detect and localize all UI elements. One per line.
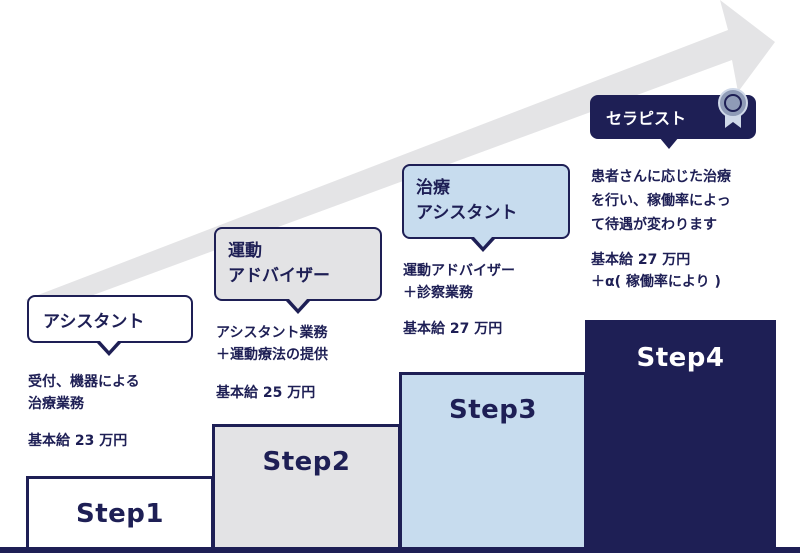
step3-block: Step3 (399, 372, 587, 547)
step1-block: Step1 (26, 476, 214, 547)
step3-description: 運動アドバイザー ＋診察業務 (403, 263, 515, 301)
step1-label: Step1 (76, 499, 164, 529)
step2-description: アシスタント業務 ＋運動療法の提供 (216, 325, 328, 363)
step1-role: アシスタント (43, 311, 145, 332)
step2-role-line2: アドバイザー (228, 266, 330, 286)
step3-role-line2: アシスタント (416, 203, 518, 223)
baseline (0, 547, 800, 553)
step4-block: Step4 (585, 320, 776, 547)
step4-description: 患者さんに応じた治療 を行い、稼働率によっ て待遇が変わります (591, 169, 731, 233)
step2-label: Step2 (262, 447, 351, 477)
step3-role-bubble: 治療 アシスタント (402, 164, 570, 239)
step1-salary: 基本給 23 万円 (28, 433, 128, 449)
step2-role-line1: 運動 (228, 241, 262, 261)
step1-role-bubble: アシスタント (27, 295, 193, 343)
step3-salary: 基本給 27 万円 (403, 321, 503, 337)
step4-label: Step4 (636, 343, 725, 373)
step2-block: Step2 (212, 424, 401, 547)
medal-ribbon-icon (718, 88, 748, 128)
step3-label: Step3 (449, 395, 537, 425)
step4-salary: 基本給 27 万円 ＋α( 稼働率により ) (591, 252, 721, 290)
step4-role: セラピスト (606, 109, 687, 128)
growth-arrow-shape (25, 0, 775, 308)
step2-role-bubble: 運動 アドバイザー (214, 227, 382, 301)
step4-bubble-tail (659, 137, 679, 149)
step2-salary: 基本給 25 万円 (216, 385, 316, 401)
step3-role-line1: 治療 (416, 178, 450, 198)
step1-description: 受付、機器による 治療業務 (28, 374, 140, 412)
